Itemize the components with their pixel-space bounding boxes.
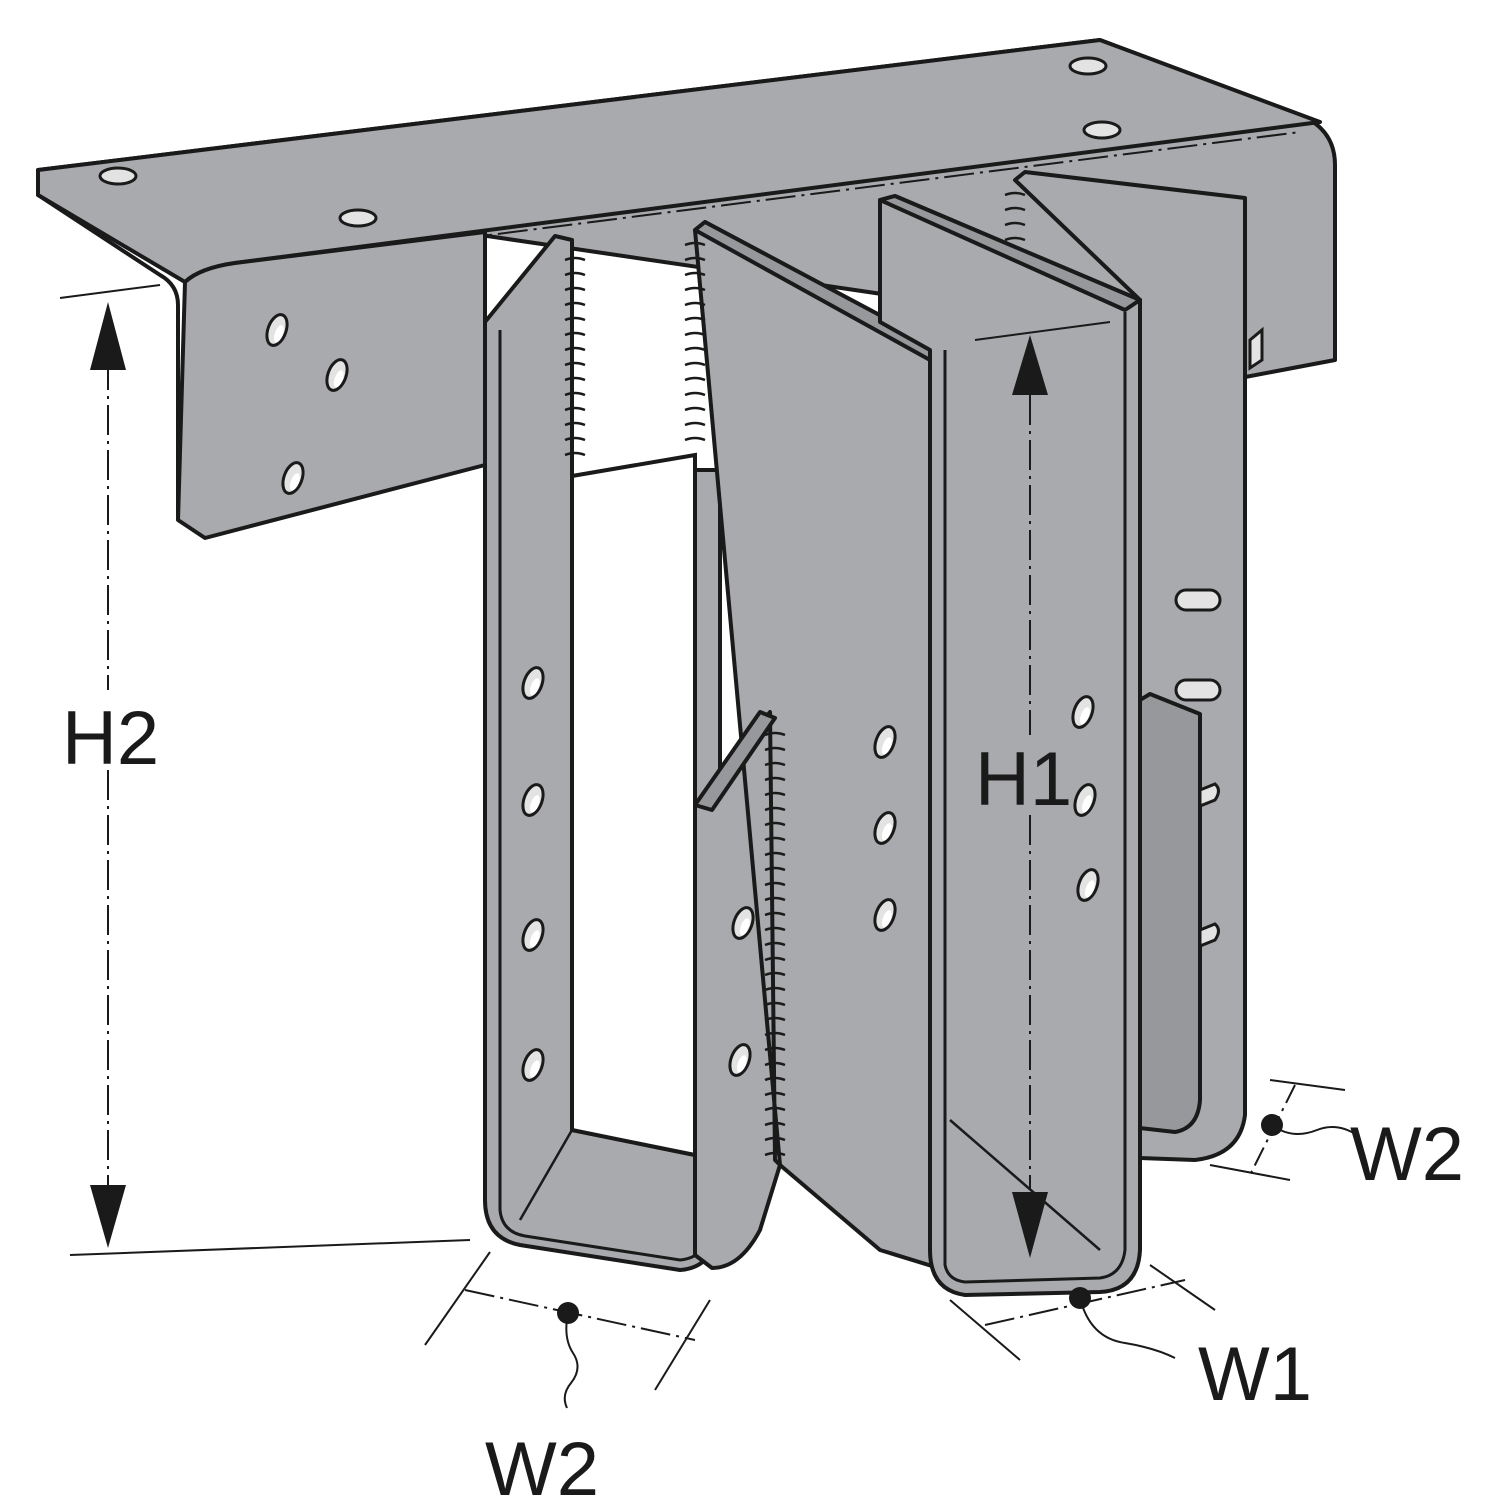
h1-label: H1 (975, 737, 1072, 822)
w2-side-dimension (1209, 1079, 1358, 1181)
w2-front-label: W2 (485, 1427, 599, 1500)
w2-front-dimension (424, 1251, 711, 1409)
left-stirrup (483, 234, 722, 1272)
h2-label: H2 (62, 696, 159, 781)
right-stirrup (878, 194, 1142, 1297)
h1-dimension (974, 321, 1111, 1258)
w1-label: W1 (1198, 1332, 1312, 1417)
w1-dimension (949, 1264, 1216, 1361)
flange-face (36, 170, 487, 540)
center-web (693, 220, 947, 1272)
back-stirrup (1013, 170, 1264, 1162)
nail-dimples (564, 191, 1026, 1157)
w2-side-label: W2 (1350, 1112, 1464, 1197)
h2-dimension (59, 284, 471, 1256)
